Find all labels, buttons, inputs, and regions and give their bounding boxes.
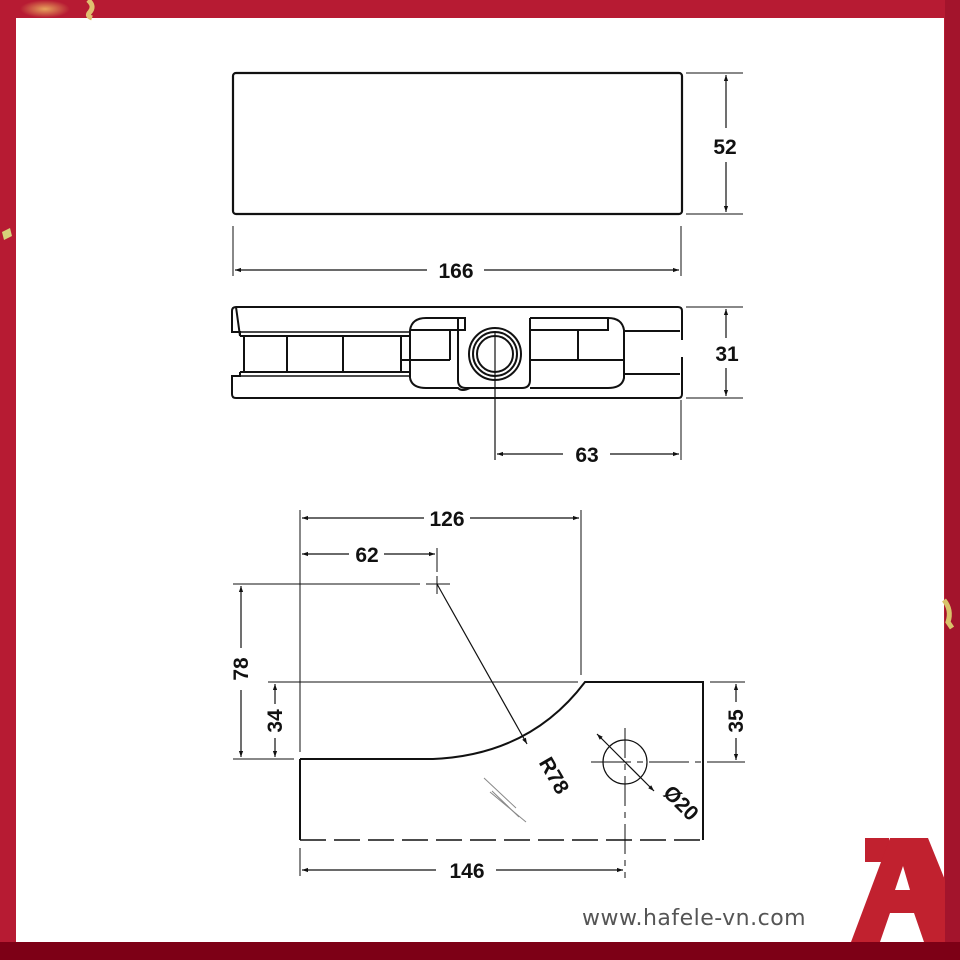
confetti-glow-decoration bbox=[20, 0, 70, 18]
website-url[interactable]: www.hafele-vn.com bbox=[582, 906, 807, 931]
dim-height-31: 31 bbox=[715, 343, 739, 366]
bottom-frame-border bbox=[0, 942, 960, 960]
side-view-dimensions bbox=[494, 306, 743, 460]
dim-opening-34: 34 bbox=[264, 709, 287, 733]
glass-hatch-icon bbox=[483, 777, 527, 823]
cutout-view bbox=[233, 510, 745, 878]
dim-offset-63: 63 bbox=[575, 444, 598, 467]
dim-width-126: 126 bbox=[429, 508, 464, 531]
dim-center-62: 62 bbox=[355, 544, 378, 567]
side-view bbox=[231, 305, 683, 399]
dim-width-166: 166 bbox=[438, 260, 473, 283]
dim-hole-diameter-20: Ø20 bbox=[658, 781, 702, 825]
top-view-outline bbox=[231, 71, 684, 216]
hafele-logo-icon bbox=[851, 838, 945, 942]
dim-length-146: 146 bbox=[449, 860, 484, 883]
dim-height-52: 52 bbox=[713, 136, 736, 159]
dim-height-78: 78 bbox=[230, 657, 253, 681]
dim-radius-r78: R78 bbox=[534, 753, 573, 798]
drawing-sheet bbox=[16, 18, 944, 942]
dim-height-35: 35 bbox=[725, 709, 748, 733]
right-frame-border bbox=[945, 0, 960, 960]
confetti-decoration bbox=[2, 0, 955, 630]
top-frame-border bbox=[0, 0, 960, 18]
top-view bbox=[231, 71, 743, 276]
